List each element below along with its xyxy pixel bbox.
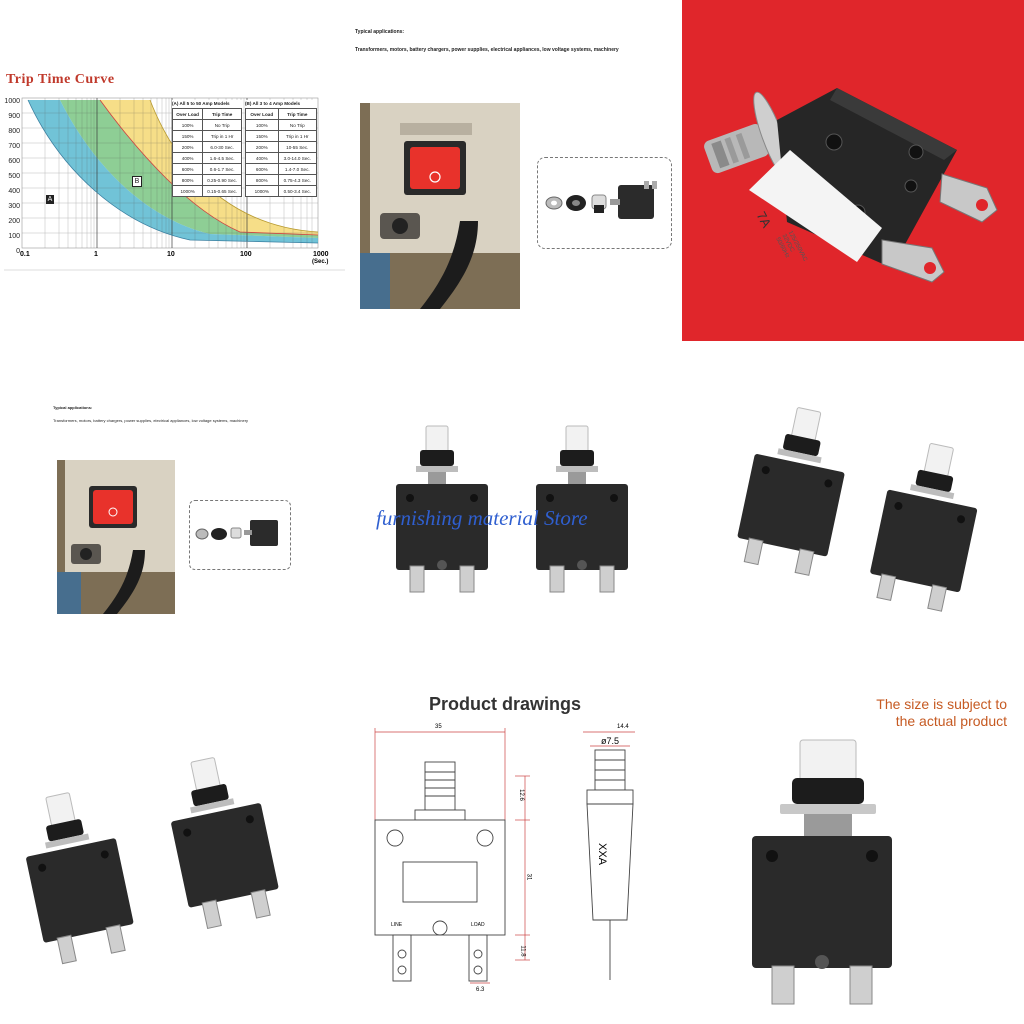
- applications-text: Transformers, motors, battery chargers, …: [355, 47, 619, 53]
- drawings-title: Product drawings: [429, 694, 582, 714]
- cell: 0.25-0.90 Sec.: [202, 174, 242, 186]
- cell: 150%: [171, 130, 204, 142]
- breakers-pair-bottom: [20, 740, 320, 990]
- parts-box: [189, 500, 291, 570]
- col-header: Over Load: [245, 108, 279, 120]
- dim-terminal: 11.8: [519, 945, 526, 957]
- cell: No Trip: [277, 119, 318, 131]
- breakers-pair-angled: [700, 400, 1024, 620]
- cell: 400%: [245, 152, 279, 164]
- cell: 6.0-30 Sec.: [202, 141, 242, 153]
- dim-body: 31: [525, 873, 532, 881]
- y-tick: 1000: [4, 98, 20, 105]
- cell: No Trip: [202, 119, 242, 131]
- product-drawings-panel: Product drawings: [355, 690, 675, 1010]
- dim-width: 35: [435, 724, 442, 730]
- parts-box: [537, 157, 672, 249]
- col-header: Trip Time: [277, 108, 318, 120]
- applications-panel-top: Typical applications: Transformers, moto…: [350, 25, 680, 315]
- cell: 100%: [245, 119, 279, 131]
- cell: 1.4-7.0 Sec.: [277, 163, 318, 175]
- cell: 800%: [171, 174, 204, 186]
- x-tick: 10: [167, 251, 175, 258]
- cell: 200%: [245, 141, 279, 153]
- single-breaker-panel: The size is subject to the actual produc…: [700, 690, 1024, 1010]
- applications-panel-mid: Typical applications: Transformers, moto…: [50, 400, 350, 620]
- side-text: XXA: [596, 842, 609, 866]
- breakers-pair-watermark: furnishing material Store: [360, 400, 680, 620]
- x-tick: 1: [94, 251, 98, 258]
- breaker-pair: [26, 757, 279, 965]
- cell: 0.75-4.3 Sec.: [277, 174, 318, 186]
- table-a-heading: (A) All 5 to 50 Amp Models: [172, 101, 230, 106]
- technical-drawing: [374, 728, 635, 984]
- x-tick: 1000: [313, 251, 329, 258]
- cell: Trip in 1 Hr: [277, 130, 318, 142]
- y-tick: 300: [8, 203, 20, 210]
- appliance-photo: [360, 103, 520, 309]
- trip-curve-title: Trip Time Curve: [6, 72, 115, 87]
- breaker-right: [536, 425, 628, 593]
- dim-tab: 6.3: [476, 987, 485, 993]
- cell: 400%: [171, 152, 204, 164]
- curve-label-b: B: [132, 176, 142, 187]
- breaker-parts-illustration: [545, 181, 657, 219]
- breaker-red-photo: 7A 125/250VAC 32VDC 50/60Hz: [682, 0, 1024, 341]
- size-note-line: the actual product: [895, 713, 1007, 729]
- cell: 800%: [245, 174, 279, 186]
- dim-side-width: 14.4: [617, 724, 629, 730]
- y-tick: 600: [8, 158, 20, 165]
- table-b-heading: (B) All 3 to 4 Amp Models: [245, 101, 301, 106]
- y-tick: 100: [8, 233, 20, 240]
- cell: 100%: [171, 119, 204, 131]
- x-unit: (Sec.): [312, 259, 329, 265]
- y-tick: 900: [8, 113, 20, 120]
- y-tick: 0: [16, 248, 20, 255]
- breaker-parts-illustration: [195, 520, 278, 546]
- breaker-pair: [396, 425, 628, 593]
- dim-diameter: ø7.5: [601, 736, 620, 746]
- load-label: LOAD: [471, 922, 485, 928]
- cell: Trip in 1 Hr: [202, 130, 242, 142]
- breaker-left: [396, 425, 488, 593]
- y-tick: 200: [8, 218, 20, 225]
- applications-text: Transformers, motors, battery chargers, …: [53, 418, 249, 423]
- y-tick: 400: [8, 188, 20, 195]
- cell: 1000%: [245, 185, 279, 197]
- cell: 3.0-14.0 Sec.: [277, 152, 318, 164]
- applications-heading: Typical applications:: [53, 405, 93, 410]
- trip-curve-panel: Trip Time Curve: [0, 60, 345, 275]
- cell: 200%: [171, 141, 204, 153]
- cell: 600%: [245, 163, 279, 175]
- line-label: LINE: [391, 922, 403, 928]
- applications-heading: Typical applications:: [355, 29, 405, 35]
- cell: 0.6-1.7 Sec.: [202, 163, 242, 175]
- appliance-photo: [57, 460, 175, 614]
- cell: 1000%: [171, 185, 204, 197]
- cell: 600%: [171, 163, 204, 175]
- cell: 10-55 Sec.: [277, 141, 318, 153]
- curve-label-a: A: [46, 195, 54, 204]
- col-header: Trip Time: [202, 108, 242, 120]
- cell: 0.15-0.65 Sec.: [202, 185, 242, 197]
- y-tick-labels: 1000 900 800 700 600 500 400 300 200 100…: [2, 94, 20, 259]
- y-tick: 700: [8, 143, 20, 150]
- cell: 1.6-4.5 Sec.: [202, 152, 242, 164]
- breaker-closeup: [704, 88, 998, 283]
- y-tick: 500: [8, 173, 20, 180]
- size-note-line: The size is subject to: [876, 696, 1007, 712]
- dim-top: 12.6: [517, 789, 524, 801]
- cell: 150%: [245, 130, 279, 142]
- size-note: The size is subject to the actual produc…: [876, 696, 1007, 730]
- x-tick: 100: [240, 251, 252, 258]
- cell: 0.50-3.4 Sec.: [277, 185, 318, 197]
- y-tick: 800: [8, 128, 20, 135]
- x-tick: 0.1: [20, 251, 30, 258]
- store-watermark: furnishing material Store: [376, 506, 588, 530]
- breaker-pair: [737, 407, 978, 612]
- breaker-single: [752, 739, 892, 1005]
- col-header: Over Load: [171, 108, 204, 120]
